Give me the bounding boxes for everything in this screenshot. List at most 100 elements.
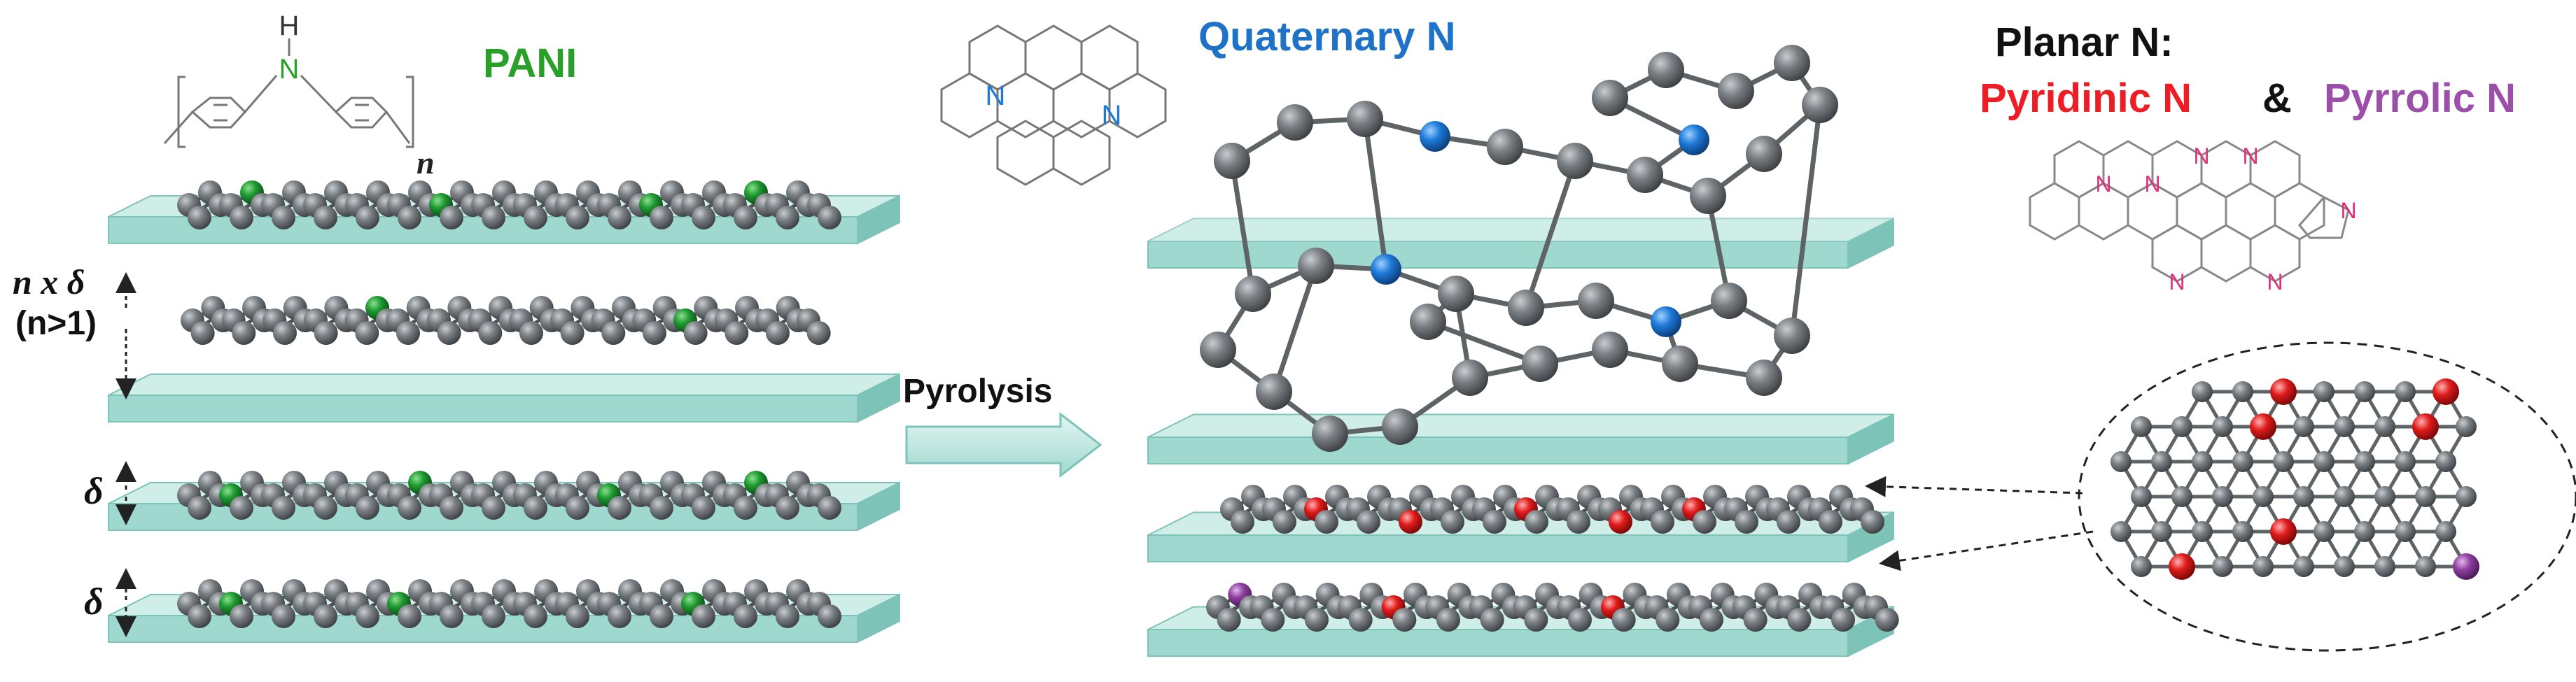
carbon-atom: [232, 321, 256, 345]
pani-structure: [163, 38, 414, 148]
carbon-atom: [524, 496, 547, 520]
carbon-atom: [1711, 283, 1747, 319]
carbon-atom: [524, 604, 547, 628]
bond: [1427, 319, 1541, 367]
carbon-atom: [1305, 608, 1329, 632]
carbon-atom: [650, 206, 673, 229]
carbon-atom: [734, 206, 757, 229]
carbon-atom: [643, 321, 666, 345]
carbon-atom: [2212, 416, 2233, 437]
carbon-atom: [1690, 178, 1726, 214]
plate-overlay: [1148, 218, 1893, 241]
carbon-atom: [1651, 510, 1674, 534]
carbon-atom: [314, 604, 337, 628]
carbon-atom: [314, 321, 338, 345]
carbon-atom: [1787, 608, 1812, 632]
bond: [1523, 159, 1578, 309]
carbon-atom: [1578, 283, 1614, 319]
carbon-sheet: [1206, 583, 1899, 632]
carbon-atom: [724, 321, 749, 345]
carbon-atom: [2354, 451, 2375, 472]
pyridinic-n-atom: [2412, 413, 2439, 440]
pani-layer-stack: [108, 180, 900, 644]
carbon-atom: [818, 206, 841, 229]
plate-side: [857, 194, 900, 245]
carbon-atom: [1382, 409, 1418, 445]
carbon-atom: [2415, 556, 2436, 577]
carbon-atom: [230, 496, 253, 520]
carbon-atom: [2192, 451, 2213, 472]
carbon-atom: [1700, 608, 1723, 632]
carbon-atom: [478, 321, 503, 345]
zoom-ellipse: [2078, 341, 2576, 652]
carbon-atom: [440, 206, 463, 229]
carbon-atom: [1774, 318, 1810, 354]
quaternary-n-atom: [1651, 306, 1681, 337]
carbon-atom: [766, 321, 790, 345]
planar-n-label: Planar N:: [1995, 20, 2174, 65]
delta-label-2: δ: [84, 581, 104, 623]
carbon-atom: [1441, 510, 1464, 534]
carbon-atom: [482, 496, 505, 520]
pyridinic-n-atom: N: [2242, 143, 2258, 169]
carbon-atom: [566, 206, 589, 229]
carbon-atom: [608, 604, 631, 628]
carbon-atom: [1875, 608, 1899, 632]
carbon-atom: [272, 604, 295, 628]
carbon-atom: [2314, 521, 2334, 542]
plate-front: [1147, 629, 1849, 657]
pyrrolic-n-atom: N: [2340, 198, 2356, 223]
quaternary-n-atom: [1420, 121, 1450, 152]
carbon-atom: [2273, 451, 2294, 472]
carbon-atom: [2293, 416, 2314, 437]
carbon-atom: [355, 321, 379, 345]
carbon-atom: [2334, 556, 2355, 577]
plate-top: [1147, 413, 1894, 438]
pyridinic-n-atom: [2250, 413, 2276, 440]
bond: [1362, 118, 1389, 270]
carbon-atom: [2354, 381, 2375, 402]
carbon-atom: [1214, 143, 1250, 179]
carbon-atom: [1557, 143, 1593, 179]
carbon-atom: [230, 206, 253, 229]
carbon-atom: [2131, 556, 2152, 577]
carbon-atom: [1235, 276, 1271, 312]
carbon-atom: [1831, 608, 1855, 632]
carbon-atom: [2171, 486, 2192, 507]
carbon-atom: [2212, 486, 2233, 507]
carbon-atom: [440, 604, 463, 628]
carbon-atom: [482, 604, 505, 628]
carbon-atom: [683, 321, 708, 345]
pani-hydrogen: H: [279, 10, 300, 41]
carbon-atom: [1347, 101, 1383, 137]
carbon-atom: [2110, 521, 2132, 542]
carbon-atom: [2131, 416, 2152, 437]
carbon-atom: [608, 206, 631, 229]
carbon-atom: [482, 206, 505, 229]
carbon-atom: [314, 206, 337, 229]
quaternary-n-atom: [1679, 125, 1709, 155]
carbon-atom: [776, 496, 799, 520]
spacing-n-delta: n x δ: [13, 262, 85, 301]
pyridinic-n-atom: N: [2144, 171, 2160, 197]
carbon-atom: [776, 604, 799, 628]
carbon-atom: [2151, 451, 2172, 472]
delta-label-1: δ: [84, 470, 104, 512]
carbon-atom: [1567, 510, 1590, 534]
carbon-atom: [1746, 136, 1782, 172]
carbon-atom: [2395, 381, 2416, 402]
carbon-atom: [1410, 304, 1446, 340]
carbon-atom: [776, 206, 799, 229]
carbon-atom: [2192, 521, 2213, 542]
carbon-atom: [1315, 510, 1338, 534]
zoom-pointer-2: [1879, 530, 2094, 571]
quaternary-n-label: Quaternary N: [1198, 14, 1455, 59]
carbon-atom: [188, 496, 211, 520]
carbon-atom: [2293, 486, 2314, 507]
carbon-atom: [2110, 451, 2132, 472]
pani-label: PANI: [483, 41, 577, 86]
carbon-atom: [188, 206, 211, 229]
carbon-sheet: [177, 471, 841, 520]
carbon-atom: [1357, 510, 1380, 534]
